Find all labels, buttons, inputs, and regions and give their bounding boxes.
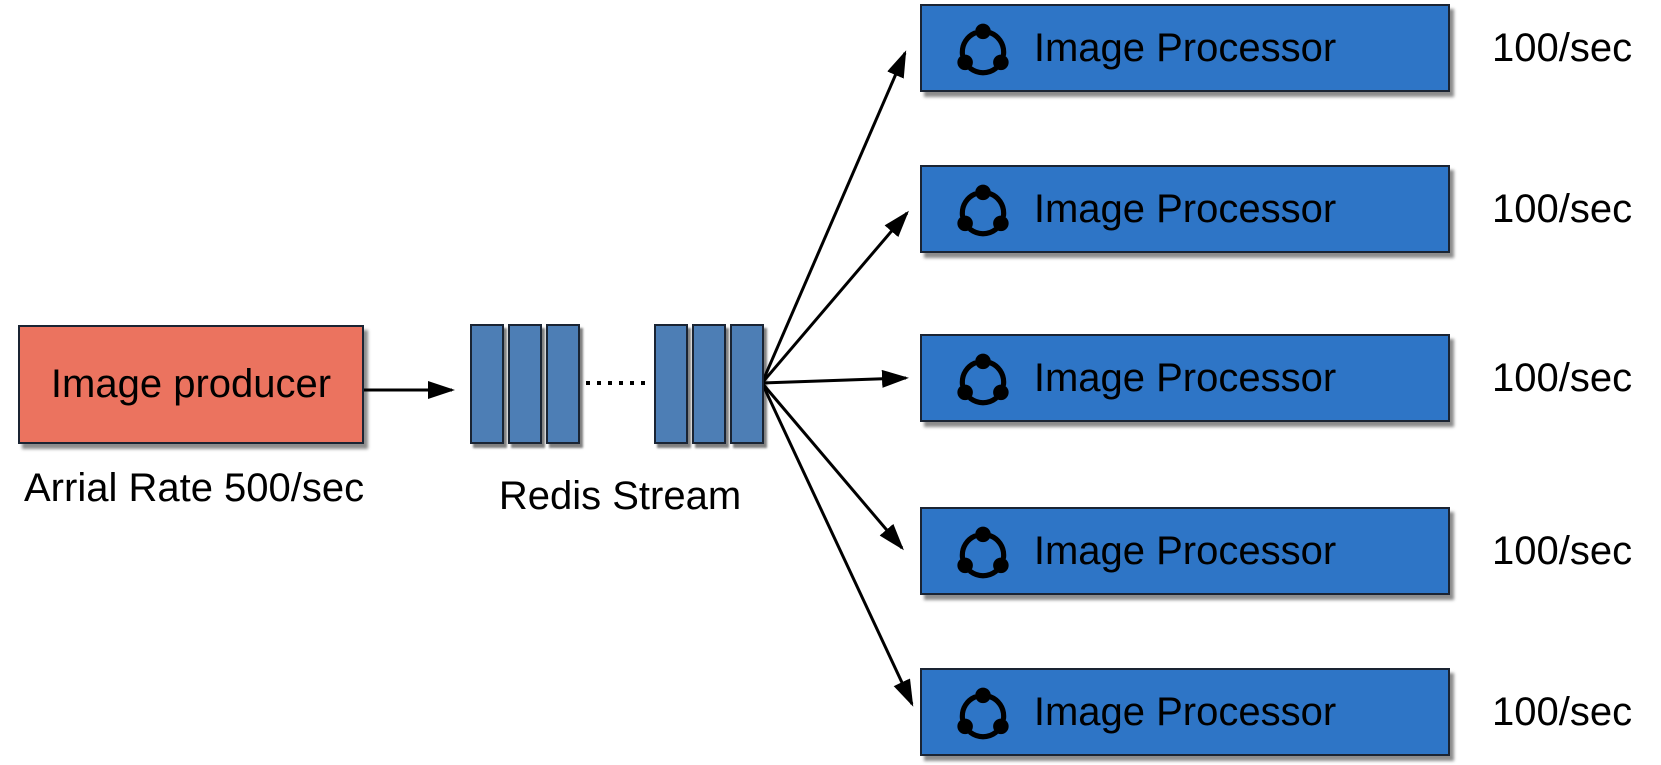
share-nodes-icon — [952, 683, 1014, 745]
stream-to-processor-4-arrow — [760, 382, 904, 551]
redis-stream-label: Redis Stream — [498, 474, 742, 518]
arrival-rate-label: Arrial Rate 500/sec — [24, 466, 365, 510]
stream-to-processor-2-arrow — [760, 210, 909, 384]
image-processor-label: Image Processor — [1033, 355, 1337, 400]
stream-bar — [508, 324, 542, 444]
image-processor-node: Image Processor — [920, 165, 1450, 253]
stream-to-processor-1-arrow — [760, 50, 907, 384]
image-processor-label: Image Processor — [1033, 528, 1337, 573]
share-nodes-icon — [952, 19, 1014, 81]
processor-rate-label: 100/sec — [1492, 356, 1633, 400]
stream-bar — [546, 324, 580, 444]
stream-to-processor-3-arrow — [761, 369, 909, 388]
stream-bar — [730, 324, 764, 444]
processor-rate-label: 100/sec — [1492, 690, 1633, 734]
stream-bar — [470, 324, 504, 444]
stream-to-processor-5-arrow — [760, 382, 914, 707]
image-processor-node: Image Processor — [920, 507, 1450, 595]
stream-bar — [654, 324, 688, 444]
share-nodes-icon — [952, 349, 1014, 411]
share-nodes-icon — [952, 180, 1014, 242]
share-nodes-icon — [952, 522, 1014, 584]
image-processor-node: Image Processor — [920, 334, 1450, 422]
image-producer-label: Image producer — [50, 362, 332, 406]
image-processor-label: Image Processor — [1033, 689, 1337, 734]
image-producer-node: Image producer — [18, 325, 364, 444]
image-processor-label: Image Processor — [1033, 186, 1337, 231]
processor-rate-label: 100/sec — [1492, 529, 1633, 573]
stream-bar — [692, 324, 726, 444]
processor-rate-label: 100/sec — [1492, 26, 1633, 70]
processor-rate-label: 100/sec — [1492, 187, 1633, 231]
image-processor-node: Image Processor — [920, 4, 1450, 92]
image-processor-label: Image Processor — [1033, 25, 1337, 70]
image-processor-node: Image Processor — [920, 668, 1450, 756]
